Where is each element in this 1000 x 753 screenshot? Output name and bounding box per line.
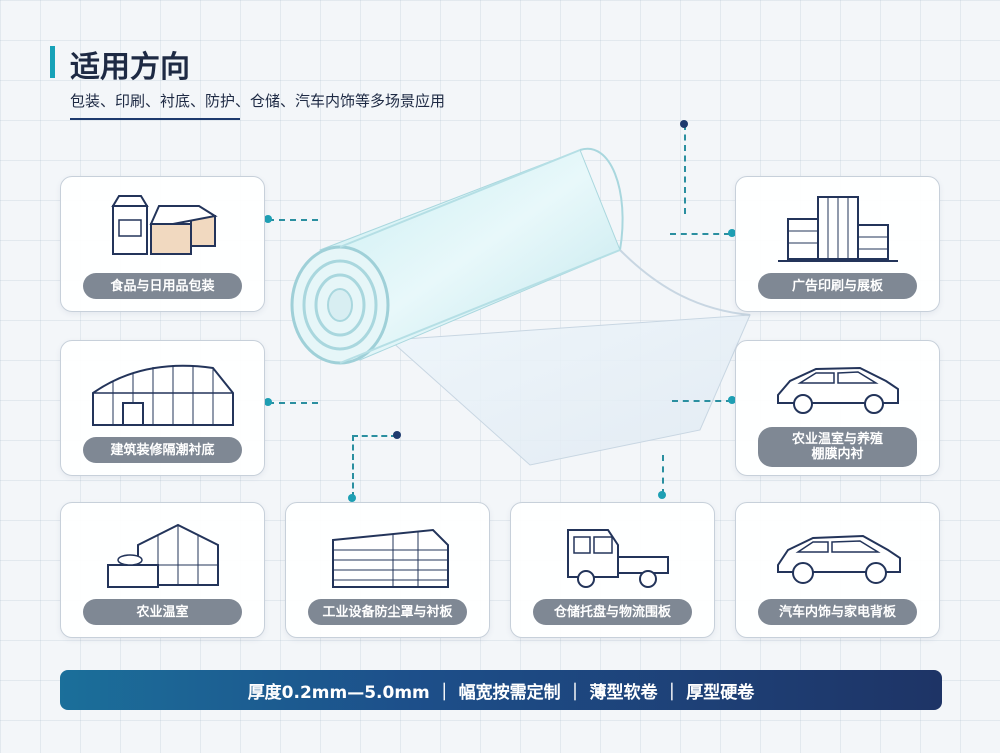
connector-dot bbox=[264, 398, 272, 406]
connector-dot bbox=[264, 215, 272, 223]
connector-line bbox=[352, 435, 354, 498]
covered-equipment-icon bbox=[286, 513, 489, 597]
greenhouse-building-icon bbox=[61, 351, 264, 435]
card-industrial-cover[interactable]: 工业设备防尘罩与衬板 bbox=[285, 502, 490, 638]
card-label: 建筑装修隔潮衬底 bbox=[83, 437, 242, 463]
card-advertising-print[interactable]: 广告印刷与展板 bbox=[735, 176, 940, 312]
specs-banner: 厚度0.2mm—5.0mm ｜ 幅宽按需定制 ｜ 薄型软卷 ｜ 厚型硬卷 bbox=[60, 670, 942, 710]
page-subtitle: 包装、印刷、衬底、防护、仓储、汽车内饰等多场景应用 bbox=[70, 92, 446, 110]
film-roll-illustration bbox=[280, 130, 760, 470]
connector-line bbox=[684, 124, 686, 214]
truck-icon bbox=[511, 513, 714, 597]
connector-dot bbox=[728, 229, 736, 237]
title-accent-bar bbox=[50, 46, 55, 78]
connector-dot bbox=[680, 120, 688, 128]
connector-line bbox=[268, 402, 318, 404]
card-label: 广告印刷与展板 bbox=[758, 273, 917, 299]
card-agri-greenhouse[interactable]: 农业温室 bbox=[60, 502, 265, 638]
connector-dot bbox=[728, 396, 736, 404]
card-auto-interior[interactable]: 汽车内饰与家电背板 bbox=[735, 502, 940, 638]
connector-line bbox=[662, 455, 664, 495]
city-buildings-icon bbox=[736, 187, 939, 271]
connector-line bbox=[670, 233, 730, 235]
connector-dot bbox=[658, 491, 666, 499]
small-greenhouse-icon bbox=[61, 513, 264, 597]
packaging-boxes-icon bbox=[61, 187, 264, 271]
card-label: 食品与日用品包装 bbox=[83, 273, 242, 299]
title-underline bbox=[70, 118, 240, 120]
connector-line bbox=[672, 400, 732, 402]
card-agri-livestock[interactable]: 农业温室与养殖 棚膜内衬 bbox=[735, 340, 940, 476]
connector-dot bbox=[393, 431, 401, 439]
card-label: 仓储托盘与物流围板 bbox=[533, 599, 692, 625]
connector-line bbox=[352, 435, 397, 437]
card-label: 汽车内饰与家电背板 bbox=[758, 599, 917, 625]
card-warehouse-pallet[interactable]: 仓储托盘与物流围板 bbox=[510, 502, 715, 638]
card-label: 农业温室 bbox=[83, 599, 242, 625]
car-icon bbox=[736, 351, 939, 421]
card-label: 农业温室与养殖 棚膜内衬 bbox=[758, 427, 917, 467]
connector-dot bbox=[348, 494, 356, 502]
card-food-packaging[interactable]: 食品与日用品包装 bbox=[60, 176, 265, 312]
specs-text: 厚度0.2mm—5.0mm ｜ 幅宽按需定制 ｜ 薄型软卷 ｜ 厚型硬卷 bbox=[247, 682, 755, 703]
card-building-moisture-barrier[interactable]: 建筑装修隔潮衬底 bbox=[60, 340, 265, 476]
page-title: 适用方向 bbox=[70, 50, 190, 85]
suv-car-icon bbox=[736, 513, 939, 597]
card-label: 工业设备防尘罩与衬板 bbox=[308, 599, 467, 625]
connector-line bbox=[268, 219, 318, 221]
